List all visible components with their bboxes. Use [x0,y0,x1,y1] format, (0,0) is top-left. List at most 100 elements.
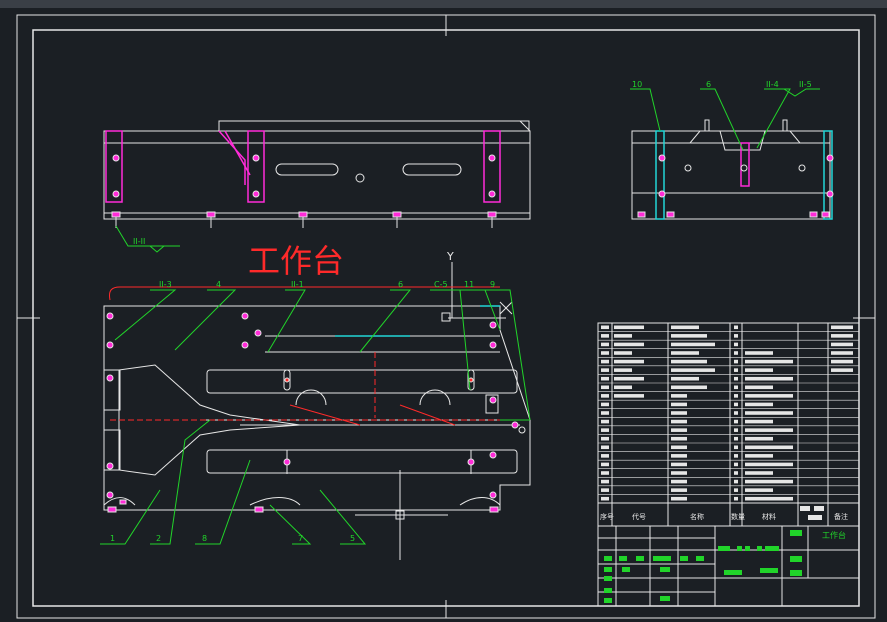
parts-row-entry [734,436,738,441]
plan-label-9: 9 [490,280,495,289]
plan-view-bolts [106,312,526,499]
parts-row-entry [734,385,738,390]
parts-row-entry [601,334,609,338]
plan-label-1: 1 [110,534,115,543]
plan-label-c5: C-5 [434,280,448,289]
parts-row-entry [601,445,609,450]
plan-label-5: 5 [350,534,355,543]
parts-row-entry [671,454,687,458]
parts-row-entry [734,394,738,398]
parts-row-entry [671,496,687,501]
parts-row-entry [614,334,632,338]
parts-row-entry [831,368,853,372]
title-block[interactable] [598,526,859,606]
ucs-y-label: Y [446,250,454,263]
front-elevation-view[interactable] [103,120,531,220]
parts-row-entry [745,471,773,475]
plan-label-7: 7 [298,534,303,543]
parts-row-entry [601,342,609,347]
parts-row-entry [745,454,773,458]
front-view-leader [115,225,180,253]
plan-label-2: 2 [156,534,161,543]
parts-row-entry [614,325,644,330]
window-top-bar [0,0,887,8]
front-view-clamps [105,130,501,203]
parts-row-entry [671,436,687,441]
parts-row-entry [745,496,793,501]
parts-row-entry [734,351,738,355]
parts-row-entry [734,334,738,338]
parts-row-entry [745,368,773,372]
parts-row-entry [601,488,609,492]
outer-frame [16,14,876,619]
frame-center-marks [17,15,875,618]
col-header-qty: 数量 [731,512,745,521]
parts-list[interactable] [597,322,860,607]
parts-row-entry [671,479,687,484]
parts-row-entry [831,351,853,355]
parts-row-entry [745,385,773,390]
parts-row-entry [745,351,773,355]
col-header-note: 备注 [834,512,848,521]
parts-row-entry [601,325,609,330]
side-elevation-view[interactable] [631,119,831,220]
parts-row-entry [745,428,793,432]
crosshair-cursor [355,470,448,560]
parts-row-entry [745,394,793,398]
parts-row-entry [601,402,609,407]
parts-row-entry [745,445,793,450]
parts-row-entry [671,394,687,398]
parts-row-entry [614,351,632,355]
parts-row-entry [671,342,715,347]
plan-view-feet [107,499,499,513]
side-label-6: 6 [706,80,711,89]
plan-view-leaders [100,289,531,545]
parts-row-entry [734,454,738,458]
parts-row-entry [601,436,609,441]
parts-list-entries [601,325,853,501]
plan-label-ii3: II-3 [159,280,172,289]
front-view-bolts [112,154,496,198]
parts-row-entry [745,436,773,441]
parts-row-entry [601,454,609,458]
ucs-icon [441,262,513,322]
plan-label-8: 8 [202,534,207,543]
parts-row-entry [734,428,738,432]
side-label-ii5: II-5 [799,80,812,89]
parts-row-entry [745,411,793,415]
parts-row-entry [614,385,632,390]
plan-label-6: 6 [398,280,403,289]
parts-row-entry [601,394,609,398]
side-view-leaders [630,88,820,151]
parts-row-entry [601,359,609,364]
parts-row-entry [671,368,715,372]
drawing-title: 工作台 [248,242,344,280]
col-header-name: 名称 [690,512,704,521]
parts-row-entry [745,462,793,467]
parts-row-entry [671,402,687,407]
plan-view[interactable] [103,305,531,511]
parts-row-entry [745,488,773,492]
parts-row-entry [614,342,644,347]
parts-row-entry [601,385,609,390]
parts-row-entry [734,376,738,381]
parts-row-entry [734,368,738,372]
plan-label-4: 4 [216,280,221,289]
parts-row-entry [671,334,707,338]
title-block-entries [604,506,824,603]
parts-row-entry [734,488,738,492]
parts-row-entry [671,488,687,492]
parts-row-entry [734,496,738,501]
plan-view-bottom-brackets [103,497,501,506]
parts-row-entry [601,479,609,484]
parts-row-entry [734,342,738,347]
parts-row-entry [601,462,609,467]
parts-row-entry [671,325,699,330]
parts-row-entry [671,385,707,390]
parts-row-entry [671,376,699,381]
parts-row-entry [601,471,609,475]
parts-row-entry [734,419,738,424]
side-label-ii4: II-4 [766,80,779,89]
parts-row-entry [734,462,738,467]
